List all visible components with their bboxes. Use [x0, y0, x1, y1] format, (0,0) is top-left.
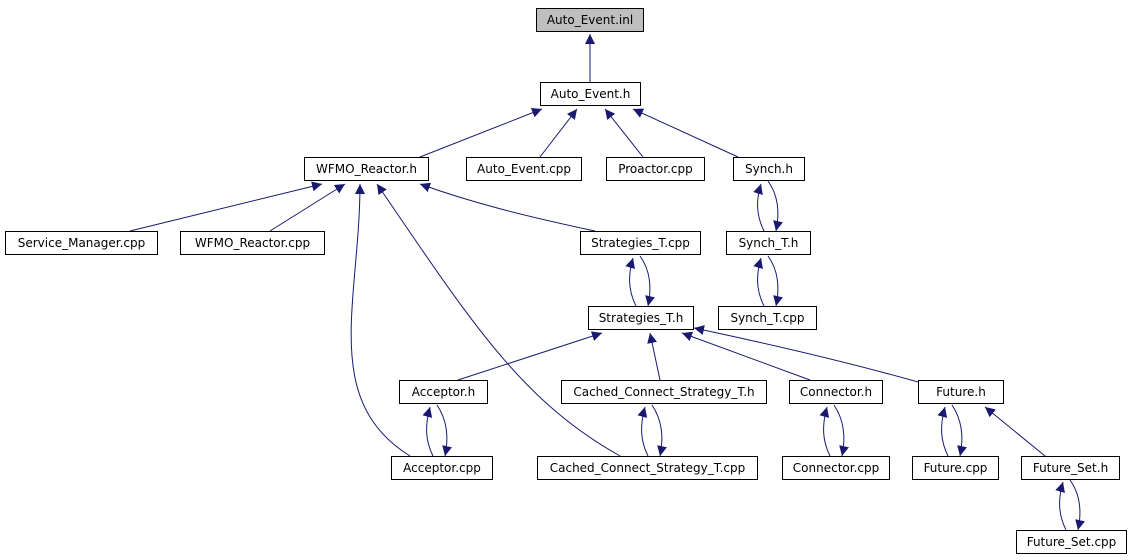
edge-connector-h-to-connector-cpp	[833, 404, 849, 457]
node-connector-cpp[interactable]: Connector.cpp	[782, 456, 890, 480]
edge-acceptor-h-to-acceptor-cpp	[436, 404, 452, 457]
edge-future-cpp-to-future-h	[937, 406, 949, 457]
edge-wfmo-reactor-cpp-to-wfmo-reactor-h	[269, 183, 346, 232]
edge-wfmo-reactor-h-to-auto-event-h	[419, 108, 543, 158]
node-synch-h[interactable]: Synch.h	[733, 157, 805, 181]
node-cached-connect-strategy-t-cpp[interactable]: Cached_Connect_Strategy_T.cpp	[537, 456, 758, 480]
edge-strategies-t-h-to-strategies-t-cpp	[625, 257, 637, 307]
edge-acceptor-h-to-strategies-t-h	[457, 331, 603, 381]
node-proactor-cpp[interactable]: Proactor.cpp	[606, 157, 705, 181]
edge-future-h-to-future-cpp	[951, 404, 967, 457]
edge-acceptor-cpp-to-acceptor-h	[422, 406, 434, 457]
node-wfmo-reactor-cpp[interactable]: WFMO_Reactor.cpp	[180, 231, 325, 255]
edge-future-set-h-to-future-set-cpp	[1069, 479, 1085, 531]
node-strategies-t-h[interactable]: Strategies_T.h	[588, 306, 694, 330]
node-strategies-t-cpp[interactable]: Strategies_T.cpp	[580, 231, 701, 255]
node-synch-t-cpp[interactable]: Synch_T.cpp	[718, 306, 817, 330]
node-acceptor-cpp[interactable]: Acceptor.cpp	[391, 456, 493, 480]
node-auto-event-cpp[interactable]: Auto_Event.cpp	[466, 157, 582, 181]
node-cached-connect-strategy-t-h[interactable]: Cached_Connect_Strategy_T.h	[561, 380, 767, 404]
node-auto-event-inl: Auto_Event.inl	[536, 8, 644, 32]
node-future-cpp[interactable]: Future.cpp	[912, 456, 999, 480]
node-synch-t-h[interactable]: Synch_T.h	[726, 231, 811, 255]
edge-future-h-to-strategies-t-h	[693, 325, 919, 383]
edge-synch-t-cpp-to-synch-t-h	[753, 257, 765, 307]
edge-strategies-t-cpp-to-strategies-t-h	[639, 255, 655, 307]
edge-cached-h-to-cached-cpp	[651, 404, 667, 457]
edge-connector-cpp-to-connector-h	[819, 406, 831, 457]
edge-synch-h-to-synch-t-h	[767, 180, 783, 232]
node-future-set-cpp[interactable]: Future_Set.cpp	[1016, 530, 1127, 554]
node-wfmo-reactor-h[interactable]: WFMO_Reactor.h	[304, 157, 429, 181]
edge-auto-event-cpp-to-auto-event-h	[539, 108, 578, 158]
edge-synch-h-to-auto-event-h	[632, 108, 739, 158]
edge-strategies-t-cpp-to-wfmo-reactor-h	[419, 182, 596, 232]
edge-service-manager-cpp-to-wfmo-reactor-h	[129, 181, 323, 232]
edge-cached-connect-strategy-t-h-to-strategies-t-h	[647, 332, 661, 381]
edge-synch-t-h-to-synch-t-cpp	[767, 255, 783, 307]
node-connector-h[interactable]: Connector.h	[789, 380, 883, 404]
node-service-manager-cpp[interactable]: Service_Manager.cpp	[5, 231, 158, 255]
edge-cached-connect-strategy-t-cpp-to-wfmo-reactor-h	[376, 183, 621, 457]
edge-proactor-cpp-to-auto-event-h	[604, 108, 644, 158]
edge-cached-cpp-to-cached-h	[637, 406, 649, 457]
edge-acceptor-cpp-to-wfmo-reactor-h	[350, 183, 411, 457]
node-acceptor-h[interactable]: Acceptor.h	[399, 380, 488, 404]
node-future-h[interactable]: Future.h	[918, 380, 1004, 404]
node-future-set-h[interactable]: Future_Set.h	[1021, 456, 1120, 480]
node-auto-event-h[interactable]: Auto_Event.h	[540, 82, 641, 106]
edge-synch-t-h-to-synch-h	[753, 183, 765, 232]
edge-future-set-cpp-to-future-set-h	[1055, 481, 1067, 531]
edge-future-set-h-to-future-h	[984, 406, 1046, 457]
edge-connector-h-to-strategies-t-h	[681, 331, 811, 381]
